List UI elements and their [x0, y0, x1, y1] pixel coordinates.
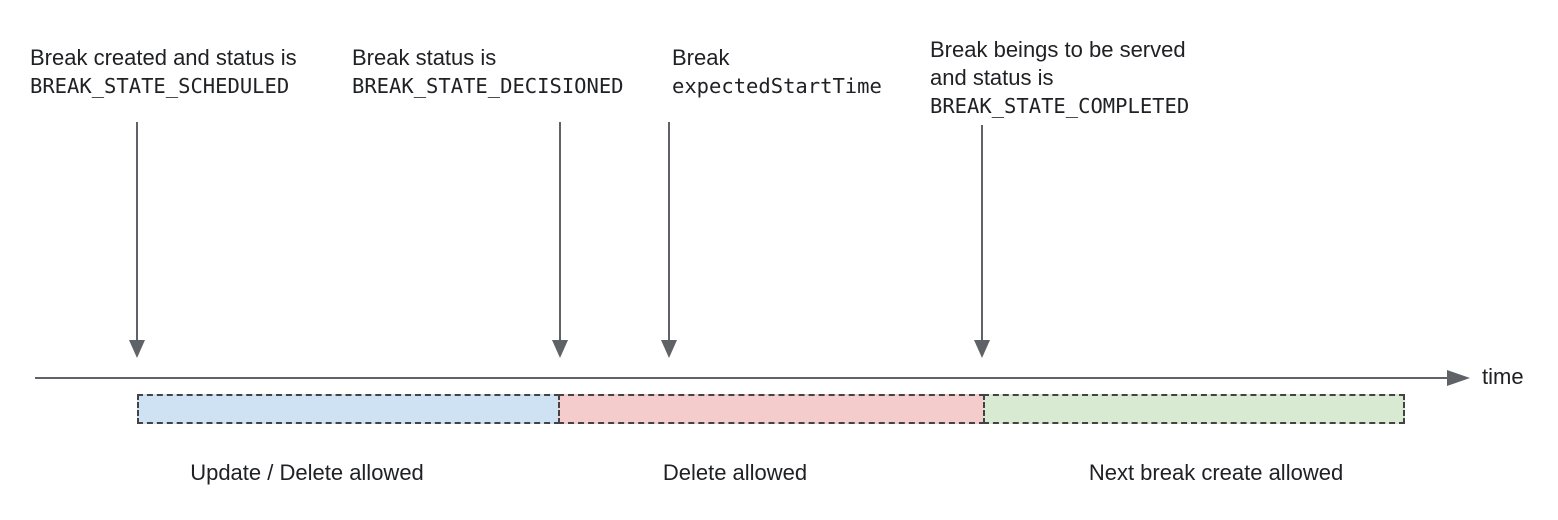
segment-label-next-break: Next break create allowed — [1088, 460, 1344, 485]
arrow-head — [661, 340, 677, 358]
segment-next-break-create-allowed — [983, 394, 1405, 424]
segment-delete-allowed — [558, 394, 985, 424]
segment-label-update-delete: Update / Delete allowed — [190, 460, 424, 485]
arrow-head — [974, 340, 990, 358]
arrow-shaft — [668, 122, 670, 340]
time-axis — [35, 377, 1447, 379]
segment-label-delete: Delete allowed — [662, 460, 808, 485]
annotation-completed-text: Break beings to be served — [930, 37, 1186, 62]
down-arrow-decisioned-icon — [552, 122, 568, 358]
down-arrow-expected-start-icon — [661, 122, 677, 358]
annotation-expected-start-text: Break — [672, 45, 730, 70]
arrow-head — [129, 340, 145, 358]
arrow-shaft — [981, 125, 983, 340]
annotation-decisioned-text: Break status is — [352, 45, 497, 70]
annotation-expected-start: Break expectedStartTime — [672, 44, 882, 100]
annotation-expected-start-code: expectedStartTime — [672, 74, 882, 98]
down-arrow-scheduled-icon — [129, 122, 145, 358]
arrow-shaft — [136, 122, 138, 340]
annotation-completed-text2: and status is — [930, 65, 1054, 90]
annotation-completed-code: BREAK_STATE_COMPLETED — [930, 94, 1190, 118]
annotation-decisioned: Break status is BREAK_STATE_DECISIONED — [352, 44, 624, 100]
segment-update-delete-allowed — [137, 394, 560, 424]
time-axis-label: time — [1482, 364, 1524, 389]
down-arrow-completed-icon — [974, 125, 990, 358]
arrow-head — [552, 340, 568, 358]
annotation-completed: Break beings to be served and status is … — [930, 36, 1189, 120]
annotation-scheduled: Break created and status is BREAK_STATE_… — [30, 44, 297, 100]
annotation-scheduled-code: BREAK_STATE_SCHEDULED — [30, 74, 290, 98]
right-arrowhead-icon — [1447, 370, 1470, 386]
annotation-scheduled-text: Break created and status is — [30, 45, 297, 70]
arrow-shaft — [559, 122, 561, 340]
annotation-decisioned-code: BREAK_STATE_DECISIONED — [352, 74, 624, 98]
